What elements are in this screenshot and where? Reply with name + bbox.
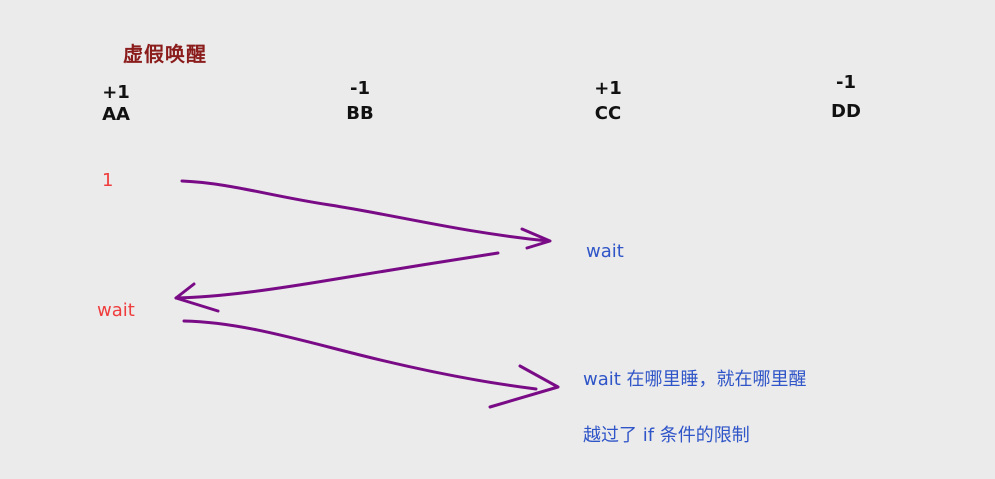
thread-dd-name: DD bbox=[831, 101, 861, 122]
note-wait-where-sleep-wake: wait 在哪里睡，就在哪里醒 bbox=[583, 369, 807, 390]
thread-bb: -1 BB bbox=[340, 78, 380, 125]
arrow-aa-to-cc-1-head bbox=[520, 227, 552, 250]
thread-cc: +1 CC bbox=[588, 78, 628, 125]
thread-dd: -1 DD bbox=[826, 72, 866, 123]
note-wait-aa: wait bbox=[97, 300, 135, 321]
thread-bb-op: -1 bbox=[350, 78, 370, 99]
note-wait-cc: wait bbox=[586, 241, 624, 262]
arrow-aa-to-cc-2 bbox=[182, 319, 538, 391]
thread-cc-name: CC bbox=[594, 103, 622, 124]
arrow-cc-to-aa bbox=[174, 251, 500, 300]
arrow-aa-to-cc-1 bbox=[180, 179, 550, 243]
thread-dd-op: -1 bbox=[836, 72, 856, 93]
note-skip-if-condition: 越过了 if 条件的限制 bbox=[583, 425, 750, 446]
thread-aa-op: +1 bbox=[102, 82, 130, 103]
thread-aa-name: AA bbox=[102, 104, 130, 125]
note-count-one: 1 bbox=[102, 170, 114, 191]
arrow-cc-to-aa-head bbox=[174, 282, 220, 313]
arrow-aa-to-cc-2-head bbox=[488, 364, 560, 409]
thread-bb-name: BB bbox=[346, 103, 374, 124]
thread-cc-op: +1 bbox=[594, 78, 622, 99]
diagram-title: 虚假唤醒 bbox=[123, 42, 207, 66]
thread-aa: +1 AA bbox=[96, 82, 136, 126]
